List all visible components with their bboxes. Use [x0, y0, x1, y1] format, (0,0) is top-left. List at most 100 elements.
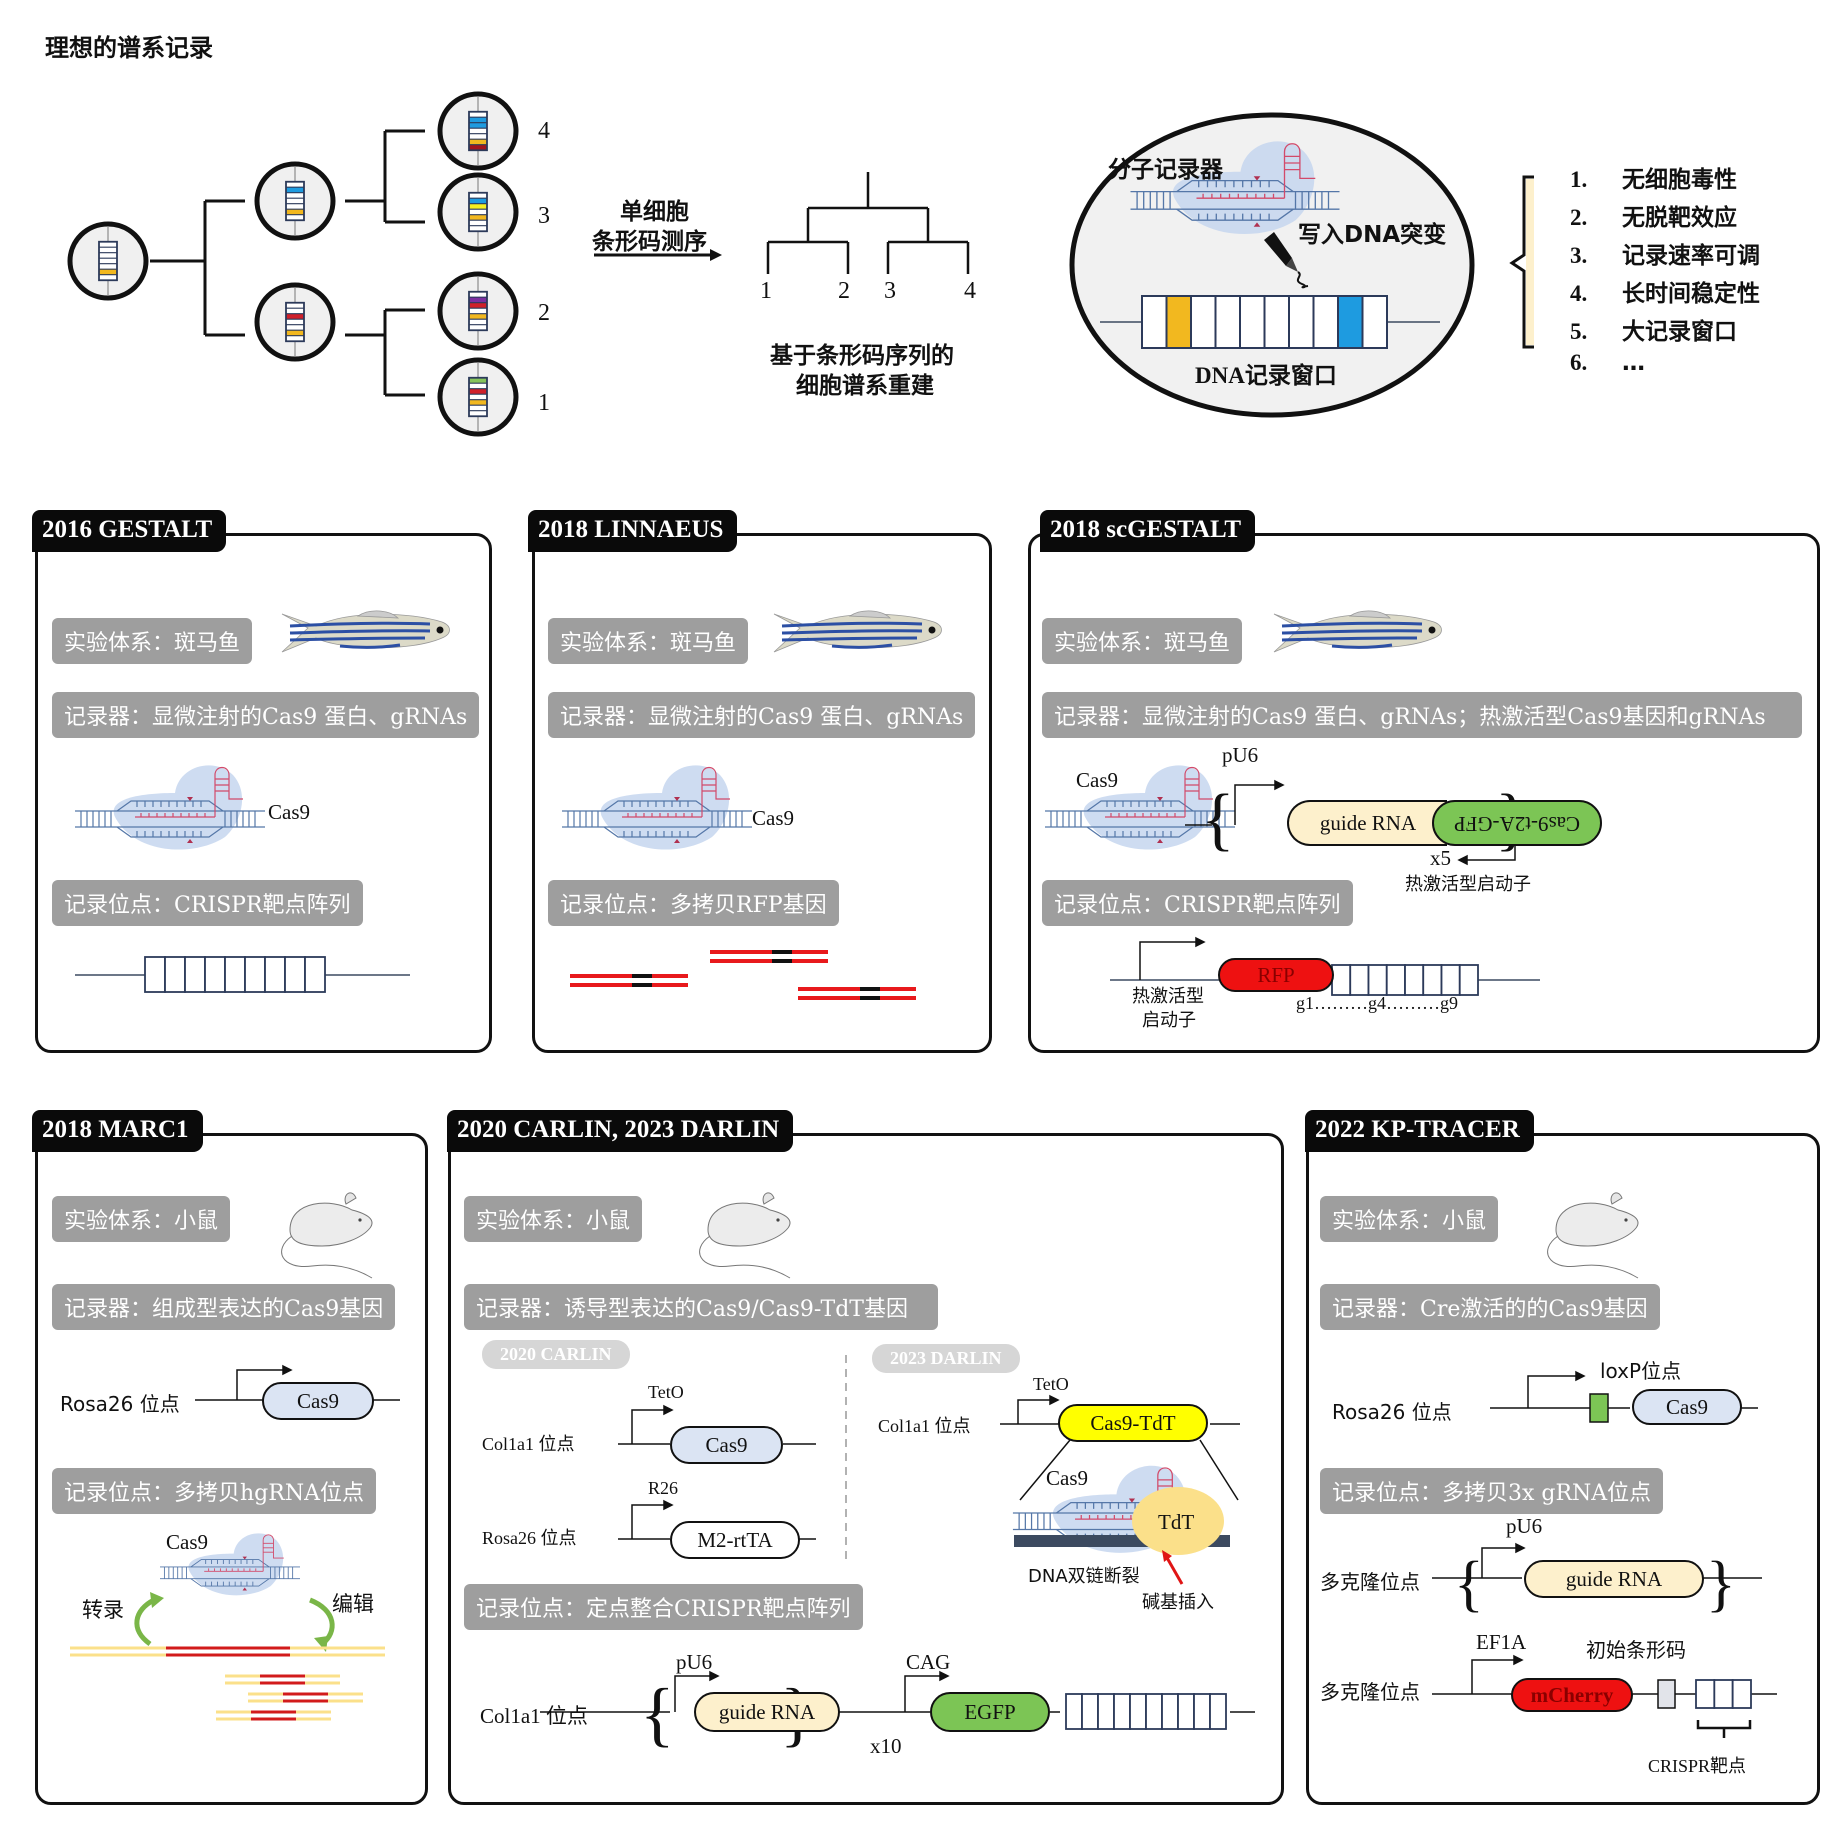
- cell-lower: [254, 282, 336, 362]
- svg-text:}: }: [1706, 1550, 1736, 1618]
- panel-title-linnaeus: 2018 LINNAEUS: [528, 510, 738, 552]
- barcode-band: [98, 246, 118, 254]
- ef1a-label: EF1A: [1476, 1630, 1527, 1654]
- barcode-band: [285, 313, 305, 320]
- svg-text:{: {: [1201, 781, 1235, 858]
- recon-leaf-4: 4: [964, 278, 976, 304]
- recon-leaf-1: 1: [760, 278, 772, 304]
- zebrafish-icon: [1272, 608, 1447, 658]
- heat-promoter-label-1: 热激活型: [1132, 986, 1204, 1007]
- molecular-recorder-label: 分子记录器: [1108, 157, 1223, 183]
- cas9-gene: Cas9: [1632, 1389, 1742, 1425]
- rfp-gene-copies: [570, 950, 916, 1000]
- requirement-text: 记录速率可调: [1622, 243, 1760, 269]
- mouse-icon: [690, 1180, 800, 1280]
- reconstructed-tree-lines: [766, 172, 970, 274]
- crispr-target-box: [264, 956, 286, 993]
- figure-title: 理想的谱系记录: [45, 34, 213, 62]
- cas9-gfp-label: Cas9-t2A-GFP: [1453, 811, 1580, 836]
- system-pill: 实验体系：斑马鱼: [52, 618, 253, 664]
- record-window-cell: [1190, 295, 1217, 349]
- carlin-array-construct: { }: [540, 1670, 1255, 1754]
- site-pill: 记录位点：CRISPR靶点阵列: [1042, 880, 1353, 926]
- recorder-pill: 记录器：组成型表达的Cas9基因: [52, 1284, 396, 1330]
- recorder-pill: 记录器：诱导型表达的Cas9/Cas9-TdT基因: [464, 1284, 938, 1330]
- barcode-band: [285, 324, 305, 331]
- barcode-band: [468, 203, 488, 210]
- barcode-band: [468, 382, 488, 390]
- requirement-item: 3.记录速率可调: [1570, 236, 1760, 270]
- crispr-target-array: [75, 956, 410, 993]
- cell-leaf4: [437, 91, 519, 171]
- rosa26-locus-label: Rosa26 位点: [60, 1392, 180, 1416]
- barcode-band: [468, 393, 488, 401]
- requirement-text: …: [1622, 350, 1645, 376]
- darlin-col1a1-label: Col1a1 位点: [878, 1416, 971, 1436]
- requirement-item: 4.长时间稳定性: [1570, 274, 1760, 308]
- bracket-icon: [1509, 175, 1534, 349]
- rosa26-locus-label: Rosa26 位点: [482, 1528, 577, 1548]
- system-pill: 实验体系：斑马鱼: [548, 618, 749, 664]
- svg-text:{: {: [1454, 1550, 1484, 1618]
- crispr-target-box: [1097, 1693, 1115, 1730]
- lineage-tree-lines: [150, 129, 425, 397]
- record-window-cell: [1337, 295, 1364, 349]
- base-insertion-label: 碱基插入: [1142, 1592, 1214, 1613]
- panel-title-carlin-darlin: 2020 CARLIN, 2023 DARLIN: [447, 1110, 794, 1152]
- cell-leaf2: [437, 271, 519, 351]
- panel-title-marc1: 2018 MARC1: [32, 1110, 203, 1152]
- system-pill: 实验体系：小鼠: [464, 1196, 643, 1242]
- record-window-cell: [1361, 295, 1388, 349]
- record-window-cell: [1141, 295, 1168, 349]
- site-pill: 记录位点：多拷贝hgRNA位点: [52, 1468, 376, 1514]
- target-labels: g1………g4………g9: [1296, 993, 1458, 1013]
- barcode-band: [285, 307, 305, 315]
- rfp-copy: [798, 987, 916, 1000]
- mouse-icon: [272, 1180, 382, 1280]
- rosa26-cas9-construct: [195, 1364, 400, 1401]
- loxp-label: loxP位点: [1600, 1359, 1682, 1383]
- site-col1a1-label: Col1a1 位点: [480, 1704, 588, 1728]
- recon-caption-line2: 细胞谱系重建: [796, 373, 934, 399]
- barcode-band: [285, 208, 305, 216]
- barcode-band: [285, 186, 305, 194]
- cell-leaf1: [437, 357, 519, 437]
- panel-title-kptracer: 2022 KP-TRACER: [1305, 1110, 1534, 1152]
- recorder-pill: 记录器：显微注射的Cas9 蛋白、gRNAs: [52, 692, 480, 738]
- rfp-copy: [710, 950, 828, 963]
- cas9-gfp-element: Cas9-t2A-GFP: [1432, 800, 1602, 846]
- cas9-label: Cas9: [166, 1530, 208, 1554]
- crispr-target-box: [284, 956, 306, 993]
- egfp-element: EGFP: [930, 1692, 1050, 1732]
- crispr-target-box: [1113, 1693, 1131, 1730]
- guide-rna-element: guide RNA: [1287, 800, 1447, 846]
- dna-record-window: [1100, 295, 1440, 349]
- mcs-label-2: 多克隆位点: [1320, 1680, 1420, 1704]
- sequencing-label-line2: 条形码测序: [592, 229, 707, 255]
- leaf-label-4: 4: [538, 118, 550, 144]
- pu6-label: pU6: [1506, 1514, 1543, 1538]
- record-window-cell: [1312, 295, 1339, 349]
- crispr-target-box: [1331, 964, 1352, 996]
- carlin-cas9-construct: [618, 1404, 816, 1445]
- recorder-pill: 记录器：显微注射的Cas9 蛋白、gRNAs: [548, 692, 976, 738]
- mouse-icon: [1538, 1180, 1648, 1280]
- system-pill: 实验体系：小鼠: [1320, 1196, 1499, 1242]
- crispr-target-box: [1065, 1693, 1083, 1730]
- barcode-band: [285, 329, 305, 337]
- hgrna-cycle: [70, 1592, 385, 1721]
- cas9-tdt-gene: Cas9-TdT: [1058, 1404, 1208, 1442]
- divider-dashed: [845, 1355, 847, 1565]
- recon-leaf-2: 2: [838, 278, 850, 304]
- heat-promoter-label: 热激活型启动子: [1405, 874, 1531, 895]
- barcode-band: [468, 219, 488, 227]
- mcs-label-1: 多克隆位点: [1320, 1570, 1420, 1594]
- barcode-band: [468, 399, 488, 406]
- cag-label: CAG: [906, 1650, 951, 1674]
- gRNA-cassette-lines: { }: [1185, 779, 1547, 866]
- cas9-tdt-complex-icon: [1010, 1455, 1230, 1555]
- sequencing-label-line1: 单细胞: [620, 199, 689, 225]
- crispr-target-box: [1081, 1693, 1099, 1730]
- initial-barcode-label: 初始条形码: [1586, 1638, 1686, 1662]
- crispr-target-box: [1161, 1693, 1179, 1730]
